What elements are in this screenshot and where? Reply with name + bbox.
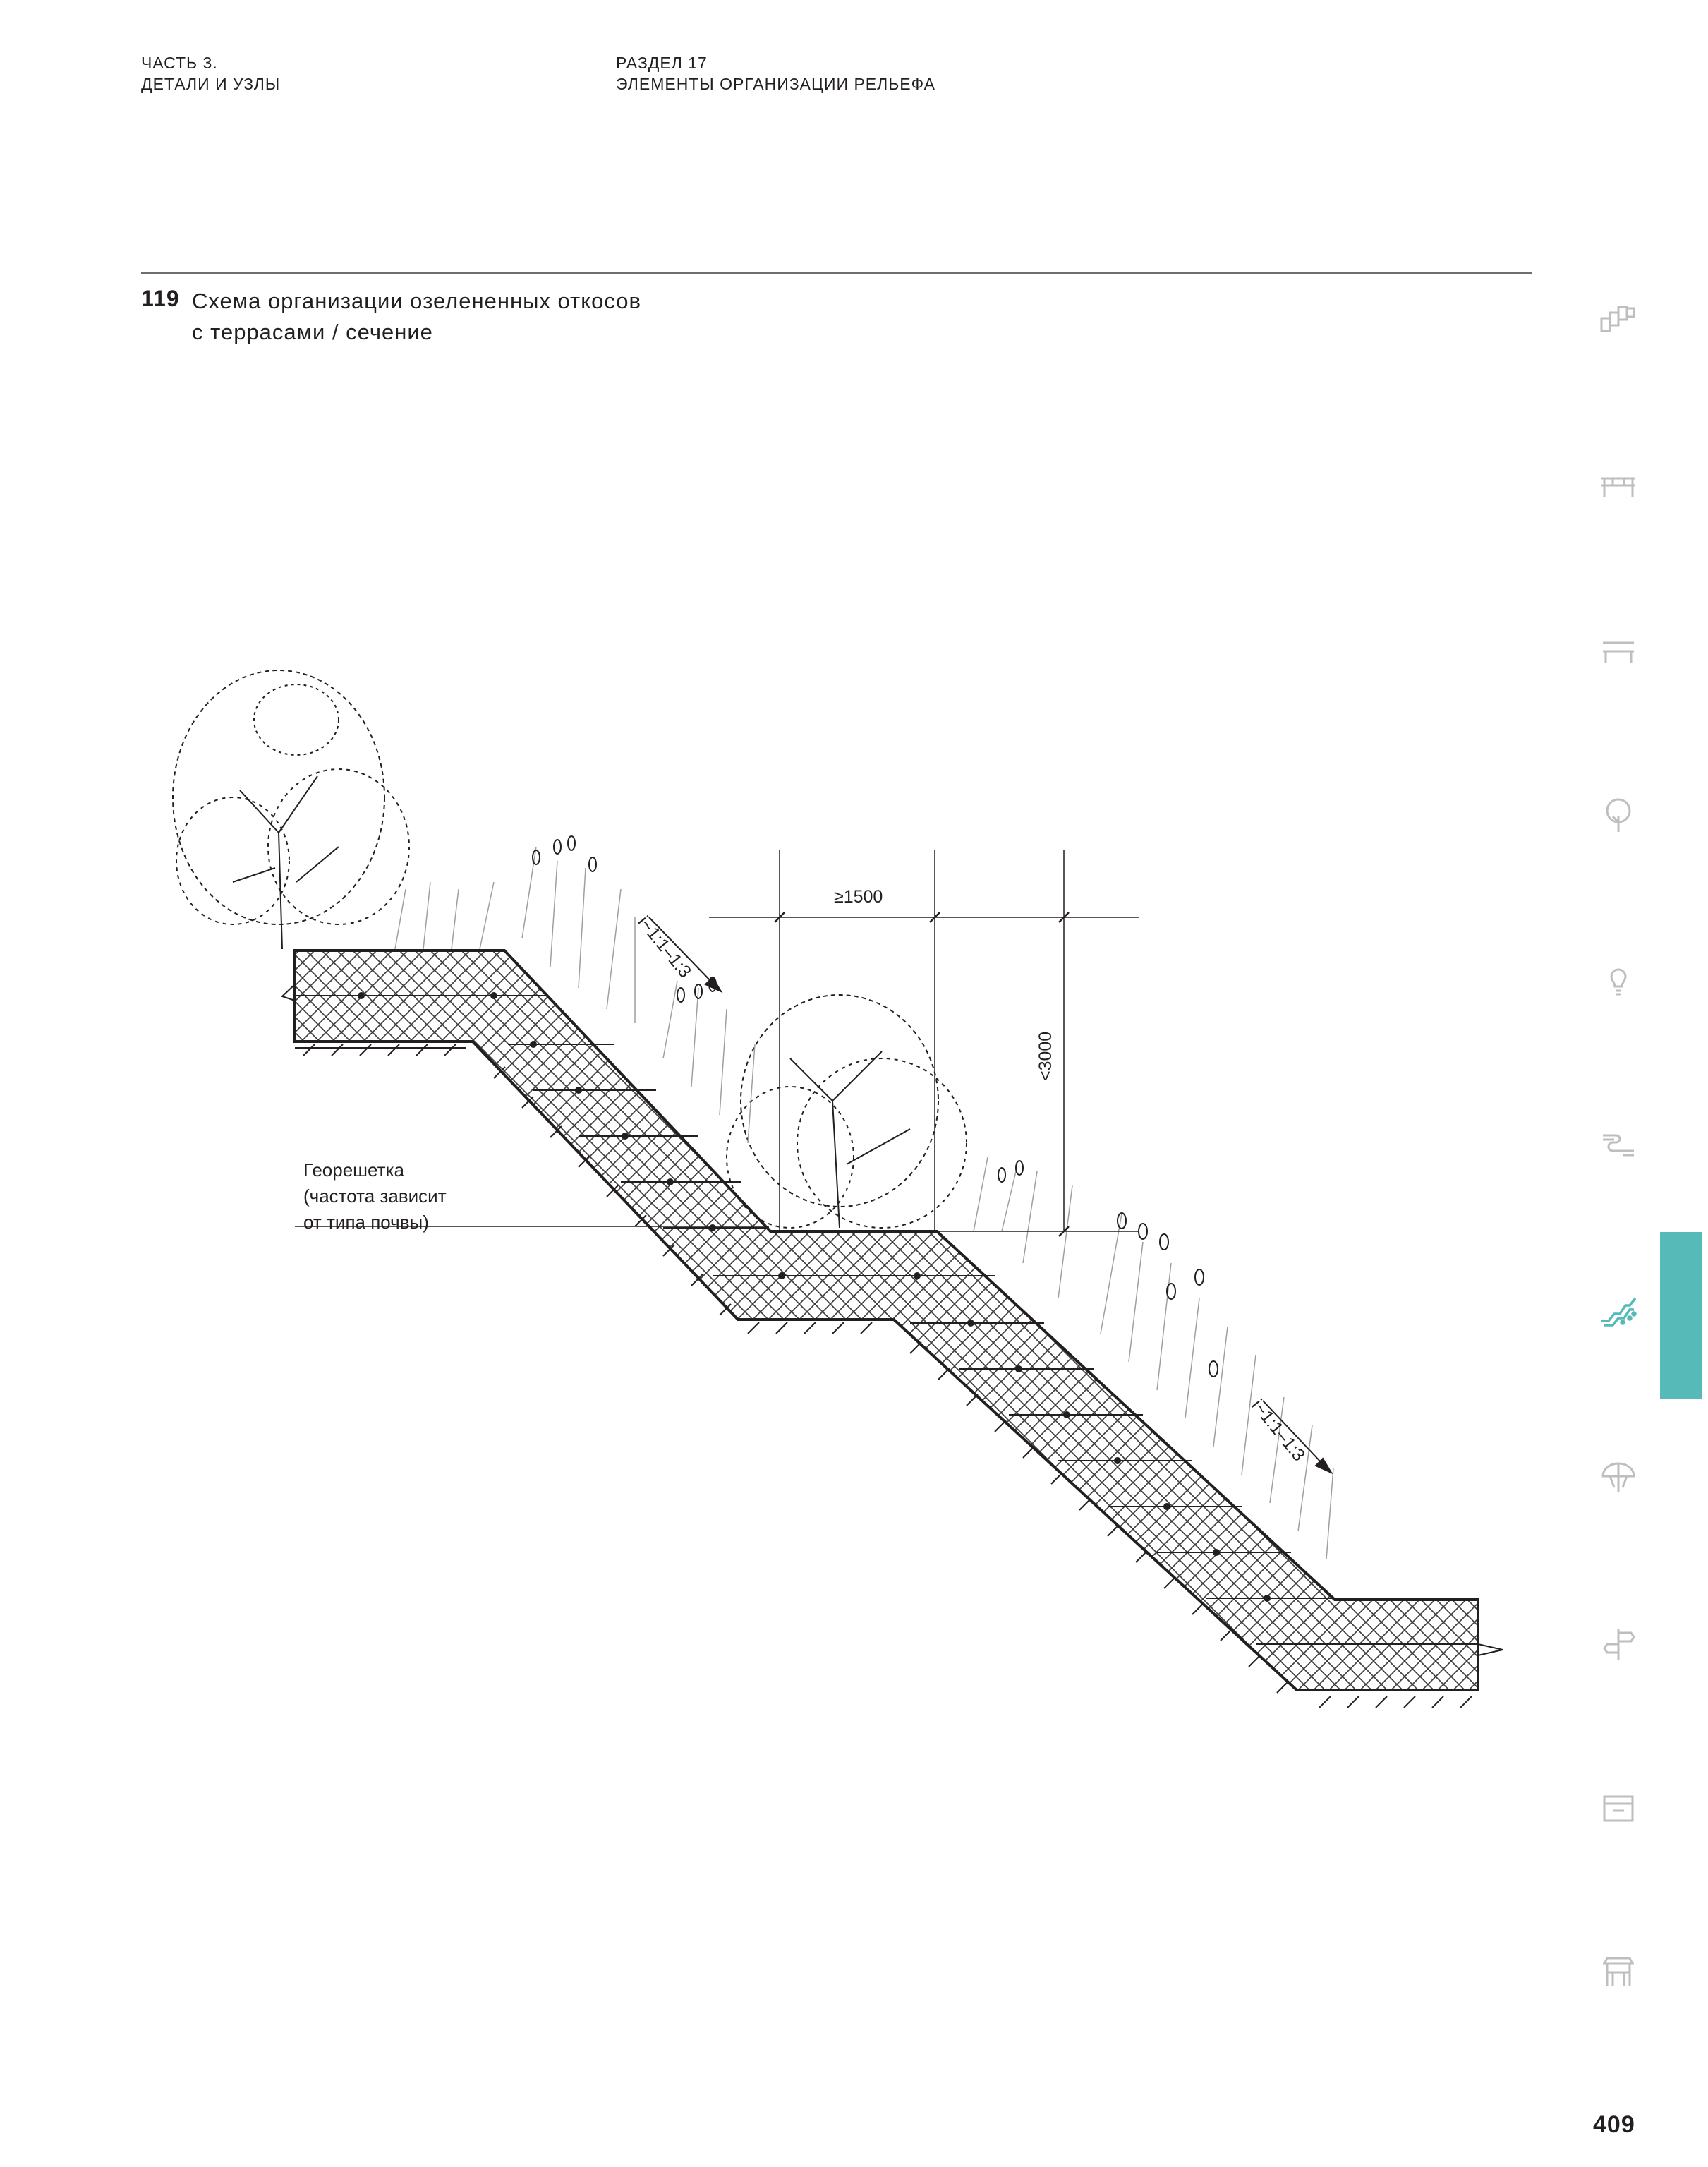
curb-icon[interactable] bbox=[1597, 464, 1640, 507]
active-section-tab[interactable] bbox=[1660, 1232, 1702, 1399]
running-header-part: ЧАСТЬ 3. ДЕТАЛИ И УЗЛЫ bbox=[141, 52, 280, 95]
page-number: 409 bbox=[1593, 2111, 1635, 2138]
geogrid-callout: Георешетка (частота зависит от типа почв… bbox=[303, 1157, 447, 1236]
figure-title-line-1: Схема организации озелененных откосов bbox=[192, 289, 641, 313]
callout-line-2: (частота зависит bbox=[303, 1185, 447, 1207]
figure-number: 119 bbox=[141, 286, 180, 311]
dimension-lines bbox=[709, 850, 1139, 1237]
umbrella-icon[interactable] bbox=[1597, 1455, 1640, 1497]
grasses bbox=[394, 846, 1334, 1560]
slope-arrows bbox=[648, 917, 1333, 1475]
geogrid-soil-body bbox=[293, 949, 1479, 1691]
part-title: ДЕТАЛИ И УЗЛЫ bbox=[141, 75, 281, 93]
running-header-section: РАЗДЕЛ 17 ЭЛЕМЕНТЫ ОРГАНИЗАЦИИ РЕЛЬЕФА bbox=[616, 52, 935, 95]
terrace-width-dimension: ≥1500 bbox=[834, 887, 883, 907]
break-mark-right bbox=[1477, 1643, 1503, 1656]
paving-blocks-icon[interactable] bbox=[1597, 300, 1640, 342]
callout-line-3: от типа почвы) bbox=[303, 1212, 429, 1233]
terrain-slope-icon[interactable] bbox=[1597, 1290, 1640, 1332]
kiosk-icon[interactable] bbox=[1597, 1787, 1640, 1829]
part-number: ЧАСТЬ 3. bbox=[141, 54, 218, 72]
tree-icon[interactable] bbox=[1597, 794, 1640, 836]
pavilion-icon[interactable] bbox=[1597, 1951, 1640, 1993]
break-mark-left bbox=[281, 984, 296, 1001]
tree-upper bbox=[172, 670, 410, 950]
shrub-middle bbox=[726, 994, 967, 1229]
figure-title-line-2: с террасами / сечение bbox=[192, 320, 433, 344]
ground-hatch bbox=[303, 1044, 1472, 1708]
anchor-points bbox=[358, 992, 1271, 1602]
signpost-icon[interactable] bbox=[1597, 1622, 1640, 1664]
pipe-icon[interactable] bbox=[1597, 1124, 1640, 1166]
geogrid-layers bbox=[295, 995, 1478, 1645]
header-divider bbox=[141, 272, 1532, 274]
figure-title: Схема организации озелененных откосов с … bbox=[192, 286, 641, 348]
lamp-icon[interactable] bbox=[1597, 958, 1640, 1001]
bench-icon[interactable] bbox=[1597, 630, 1640, 672]
section-title: ЭЛЕМЕНТЫ ОРГАНИЗАЦИИ РЕЛЬЕФА bbox=[616, 75, 935, 93]
callout-line-1: Георешетка bbox=[303, 1159, 404, 1181]
terrace-height-dimension: <3000 bbox=[1036, 1031, 1055, 1081]
section-number: РАЗДЕЛ 17 bbox=[616, 54, 708, 72]
